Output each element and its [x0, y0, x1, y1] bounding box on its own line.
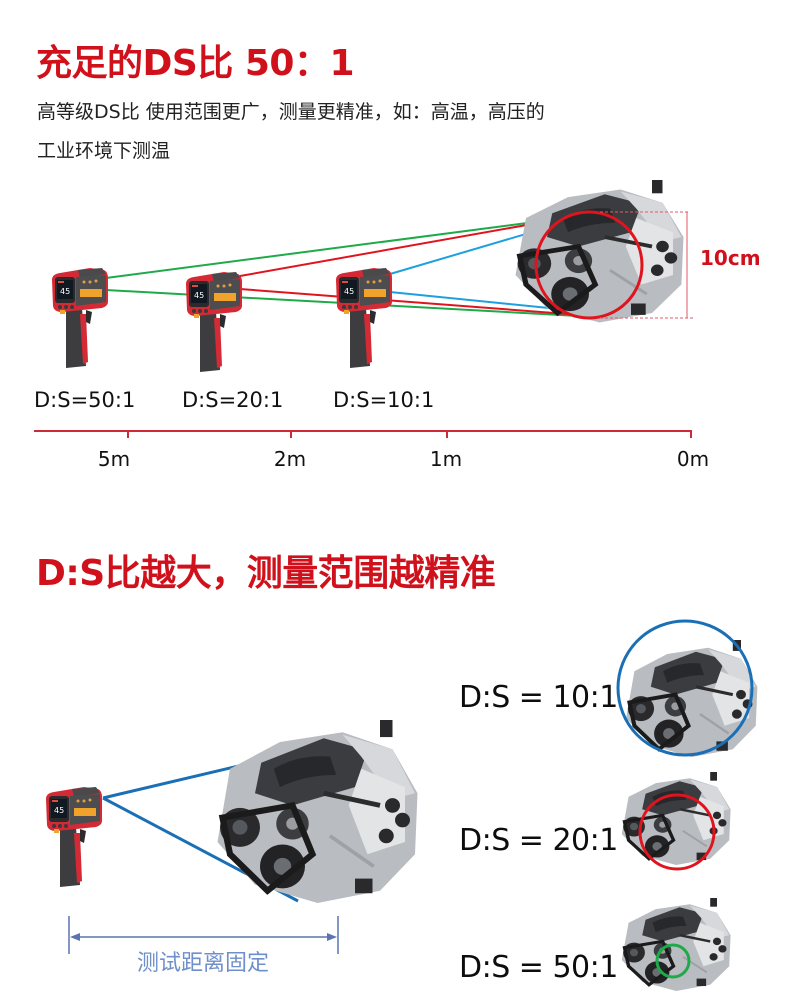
- fixed-distance-dimension: [68, 916, 339, 954]
- thermometer-icon-10-to-1: [336, 268, 392, 368]
- spot-circle-20-to-1: [638, 793, 716, 871]
- ds-label-10-to-1: D:S=10:1: [333, 388, 435, 412]
- comparison-label-20-to-1: D:S = 20:1: [459, 823, 618, 858]
- fixed-distance-label: 测试距离固定: [136, 951, 270, 976]
- engine-image-10-to-1: [626, 640, 757, 757]
- thermometer-icon-20-to-1: [186, 272, 242, 372]
- scale-tick-5m: 5m: [97, 447, 131, 471]
- engine-image-large: [218, 720, 418, 903]
- size-dimension-marker: [600, 211, 694, 319]
- section1-description-line1: 高等级DS比 使用范围更广，测量更精准，如：高温，高压的: [37, 101, 545, 123]
- spot-circle-10-to-1: [616, 619, 754, 757]
- spot-circle-50-to-1: [655, 943, 691, 979]
- ds-label-50-to-1: D:S=50:1: [34, 388, 136, 412]
- comparison-label-50-to-1: D:S = 50:1: [459, 950, 618, 985]
- target-spot-circle: [534, 210, 644, 320]
- section1-description-line2: 工业环境下测温: [37, 140, 171, 162]
- target-size-label: 10cm: [700, 246, 761, 270]
- ds-label-20-to-1: D:S=20:1: [182, 388, 284, 412]
- scale-tick-1m: 1m: [429, 447, 463, 471]
- section2-title: D:S比越大，测量范围越精准: [36, 553, 496, 594]
- comparison-label-10-to-1: D:S = 10:1: [459, 680, 618, 715]
- scale-tick-2m: 2m: [273, 447, 307, 471]
- thermometer-icon-fixed: [46, 787, 102, 887]
- distance-scale: [34, 430, 692, 438]
- scale-tick-0m: 0m: [676, 447, 710, 471]
- thermometer-icon-50-to-1: [52, 268, 108, 368]
- engine-image-top: [516, 180, 684, 323]
- section1-title: 充足的DS比 50：1: [36, 43, 355, 84]
- engine-image-20-to-1: [620, 770, 733, 867]
